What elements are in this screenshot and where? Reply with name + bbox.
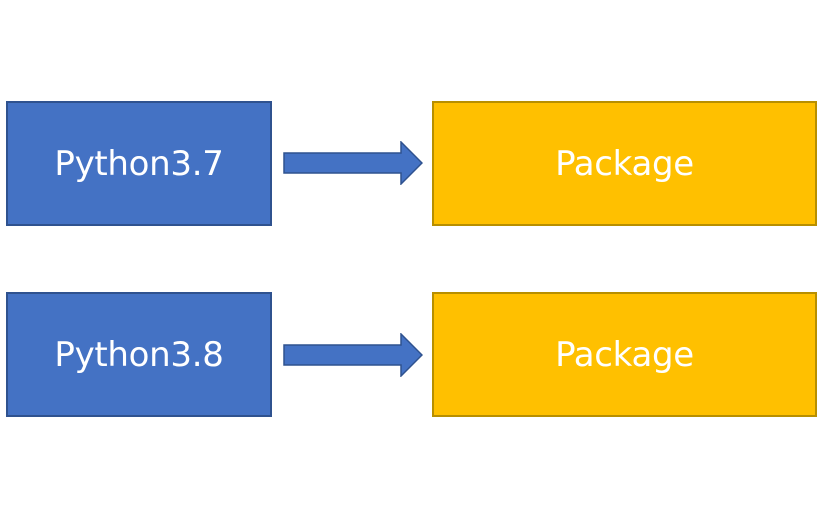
package-box-2: Package [432, 292, 817, 417]
arrow-right-icon [283, 333, 423, 377]
package-label-2: Package [555, 334, 694, 375]
python38-label: Python3.8 [54, 334, 224, 375]
arrow-right-icon [283, 141, 423, 185]
package-label-1: Package [555, 143, 694, 184]
python37-label: Python3.7 [54, 143, 224, 184]
python38-box: Python3.8 [6, 292, 272, 417]
python37-box: Python3.7 [6, 101, 272, 226]
package-box-1: Package [432, 101, 817, 226]
